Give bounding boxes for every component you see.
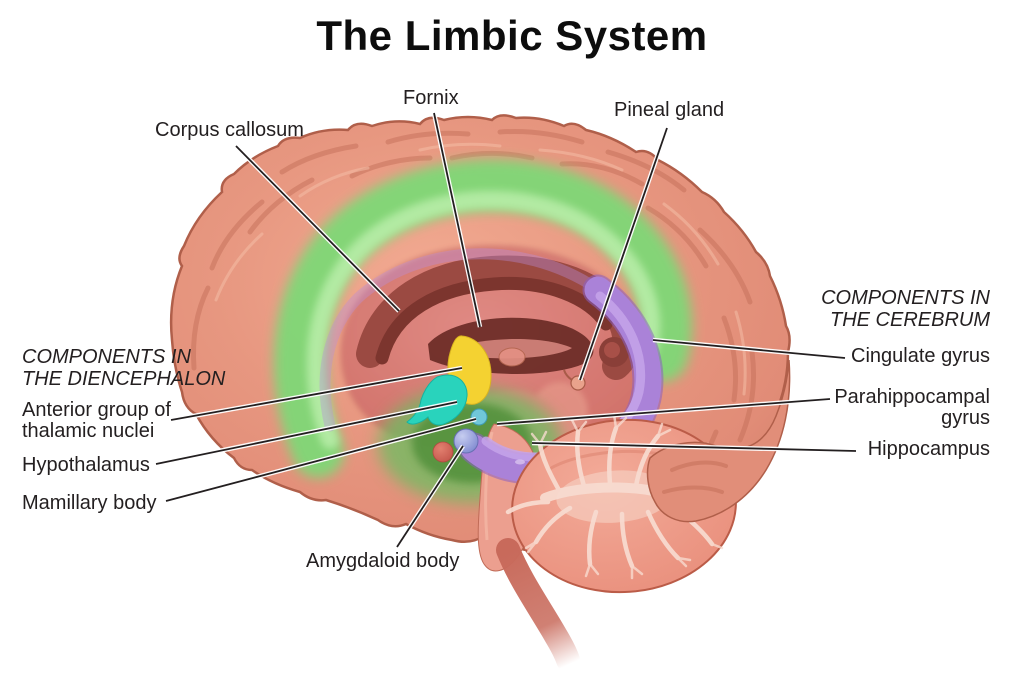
leader-lines (155, 112, 857, 549)
label-fornix: Fornix (403, 87, 459, 109)
group-heading-cerebrum: COMPONENTS IN THE CEREBRUM (821, 287, 990, 331)
label-hypothalamus: Hypothalamus (22, 454, 150, 476)
spinal-cord-shape (496, 538, 580, 672)
leader-line-amygdaloid-body (396, 445, 464, 548)
leader-line-anterior-thalamic (170, 367, 463, 421)
label-cingulate-gyrus: Cingulate gyrus (851, 345, 990, 367)
amygdaloid-body-shape (453, 428, 479, 454)
label-anterior-thalamic-nuclei: Anterior group of thalamic nuclei (22, 399, 171, 442)
label-pineal-gland: Pineal gland (614, 99, 725, 121)
unlabeled-nucleus-shape (432, 441, 454, 463)
cingulate-gyrus-shape (273, 159, 693, 478)
leader-line-pineal-gland (579, 127, 668, 381)
group-heading-diencephalon: COMPONENTS IN THE DIENCEPHALON (22, 346, 226, 390)
mamillary-body-shape (470, 408, 488, 426)
gyri-highlights (214, 142, 747, 396)
label-parahippocampal-gyrus: Parahippocampal gyrus (834, 386, 990, 429)
label-mamillary-body: Mamillary body (22, 492, 157, 514)
leader-line-cingulate-gyrus (652, 339, 846, 359)
page-title: The Limbic System (316, 12, 708, 59)
label-hippocampus: Hippocampus (867, 438, 990, 460)
label-corpus-callosum: Corpus callosum (155, 119, 304, 141)
leader-line-hypothalamus (155, 401, 458, 465)
leader-line-hippocampus (531, 442, 857, 452)
hypothalamus-shape (406, 374, 468, 426)
label-amygdaloid-body: Amygdaloid body (306, 550, 460, 572)
leader-line-corpus-callosum (235, 145, 400, 312)
leader-line-parahippocampal-gyrus (496, 398, 831, 425)
leader-line-fornix (433, 112, 481, 328)
leader-line-mamillary-body (165, 418, 477, 502)
interthalamic-adhesion-shape (498, 347, 526, 367)
